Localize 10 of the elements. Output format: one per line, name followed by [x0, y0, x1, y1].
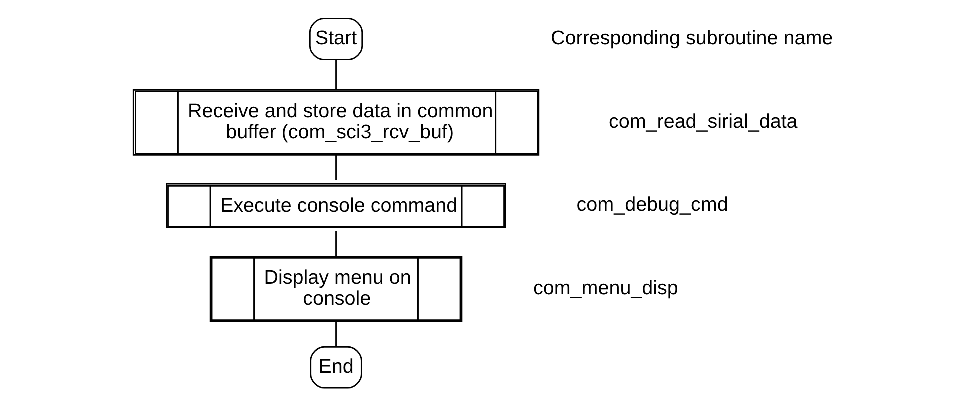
- node-box: Start: [308, 18, 363, 60]
- connector: [335, 322, 336, 347]
- connector: [335, 155, 336, 180]
- connector: [335, 232, 336, 256]
- connector: [335, 60, 336, 90]
- node-label: com_menu_disp: [533, 277, 678, 300]
- node-label: com_debug_cmd: [576, 194, 728, 216]
- label: Corresponding subroutine name: [550, 28, 833, 50]
- node-box: End: [310, 346, 362, 389]
- node-label: com_read_sirial_data: [608, 110, 798, 133]
